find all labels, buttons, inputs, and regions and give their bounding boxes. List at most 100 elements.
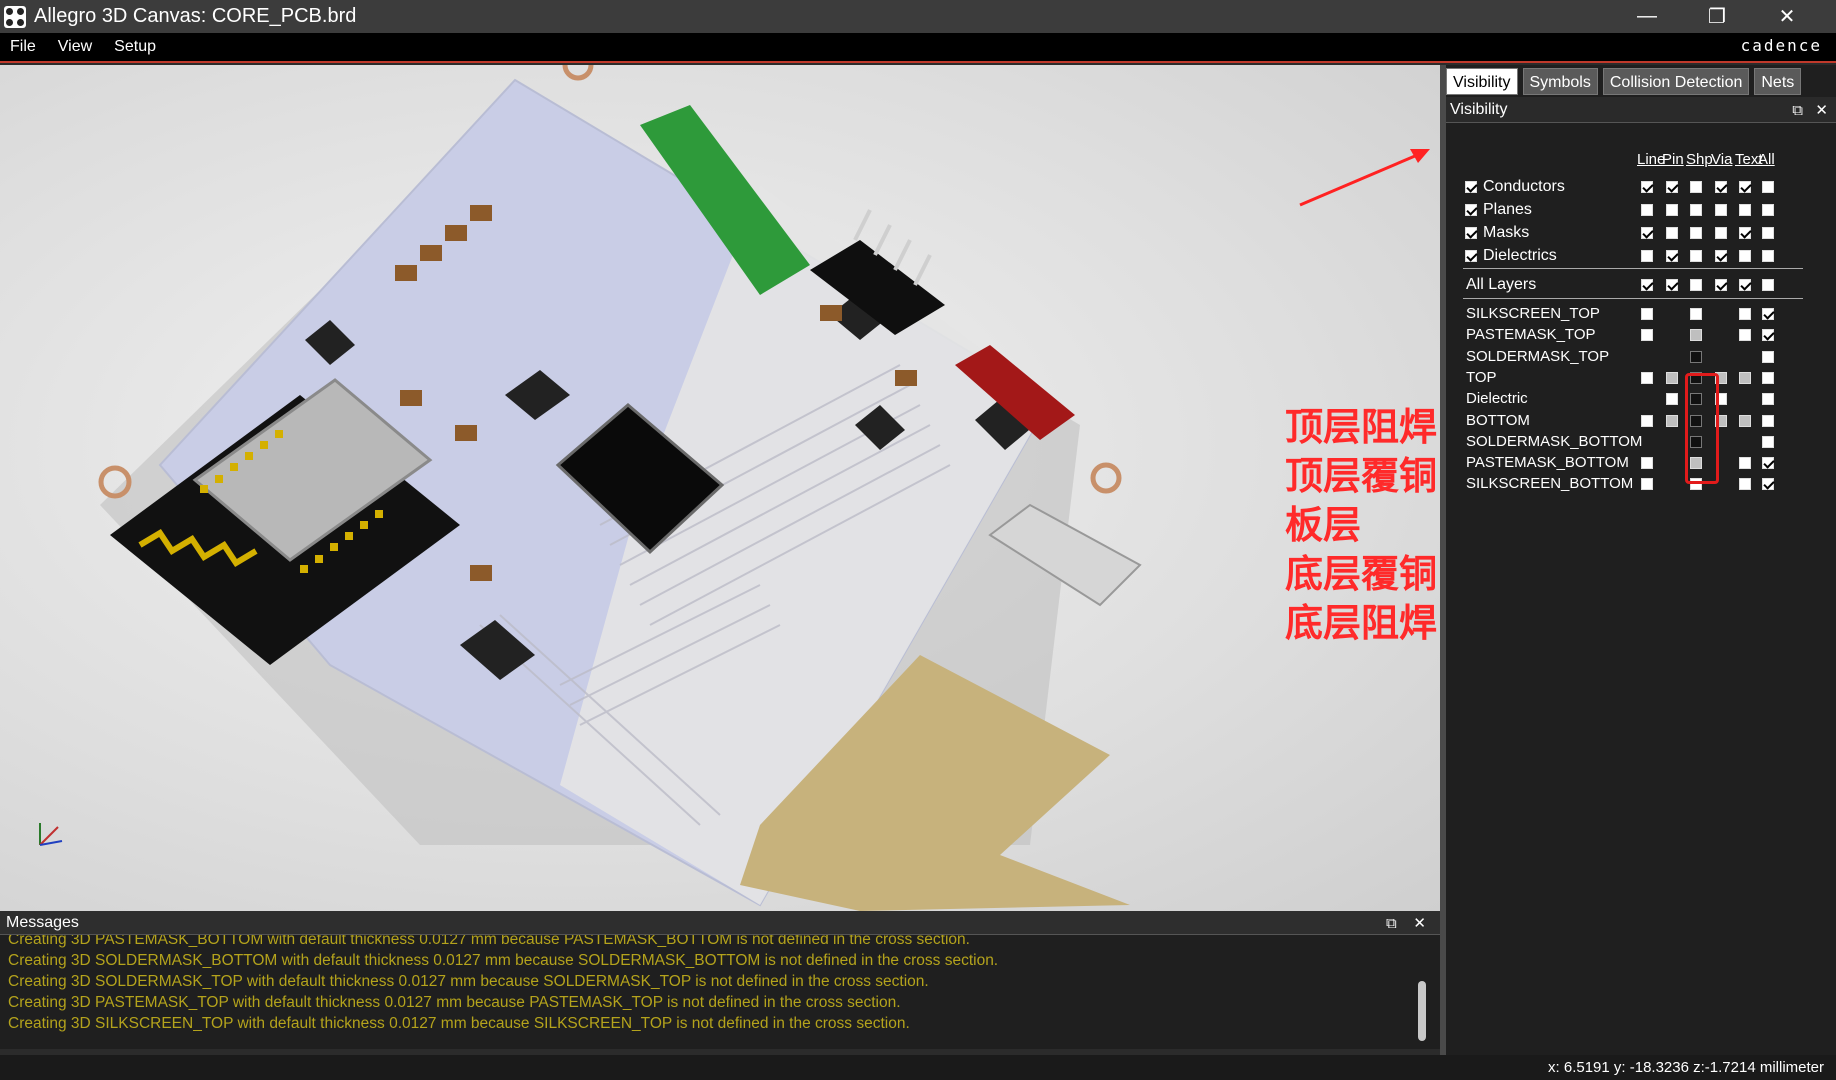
checkbox-bottom-shp[interactable] (1690, 414, 1702, 427)
checkbox-bottom-pin[interactable] (1666, 414, 1678, 427)
column-header-shp[interactable]: Shp (1686, 151, 1713, 168)
group-label-dielectrics: Dielectrics (1483, 247, 1557, 264)
close-icon[interactable]: ✕ (1413, 915, 1426, 932)
group-checkbox-planes[interactable] (1465, 204, 1477, 216)
checkbox-masks-line[interactable] (1641, 227, 1653, 239)
checkbox-all-layers-line[interactable] (1641, 279, 1653, 291)
tab-visibility[interactable]: Visibility (1446, 68, 1518, 95)
checkbox-all-layers-pin[interactable] (1666, 279, 1678, 291)
checkbox-bottom-all[interactable] (1762, 414, 1774, 427)
checkbox-masks-pin[interactable] (1666, 227, 1678, 239)
checkbox-soldermask-top-all[interactable] (1762, 350, 1774, 363)
messages-panel: Messages ⧉ ✕ Creating 3D PASTEMASK_BOTTO… (0, 911, 1440, 1049)
mount-hole (562, 65, 594, 81)
message-line: Creating 3D SILKSCREEN_TOP with default … (8, 1015, 910, 1032)
checkbox-masks-all[interactable] (1762, 227, 1774, 239)
checkbox-pastemask-bottom-text[interactable] (1739, 457, 1751, 470)
tab-nets[interactable]: Nets (1754, 68, 1802, 95)
checkbox-planes-line[interactable] (1641, 204, 1653, 216)
group-checkbox-dielectrics[interactable] (1465, 250, 1477, 262)
minimize-button[interactable]: — (1612, 0, 1682, 33)
group-checkbox-masks[interactable] (1465, 227, 1477, 239)
checkbox-all-layers-via[interactable] (1715, 279, 1727, 291)
checkbox-planes-via[interactable] (1715, 204, 1727, 216)
checkbox-conductors-pin[interactable] (1666, 181, 1678, 193)
maximize-button[interactable]: ❐ (1682, 0, 1752, 33)
checkbox-silkscreen-top-line[interactable] (1641, 308, 1653, 320)
3d-canvas[interactable]: 顶层阻焊 顶层覆铜 板层 底层覆铜 底层阻焊 (0, 65, 1440, 911)
checkbox-planes-pin[interactable] (1666, 204, 1678, 216)
checkbox-top-all[interactable] (1762, 371, 1774, 384)
checkbox-soldermask-top-shp[interactable] (1690, 350, 1702, 363)
highlight-box (1685, 373, 1719, 484)
column-header-text[interactable]: Text (1735, 151, 1763, 168)
checkbox-conductors-shp[interactable] (1690, 181, 1702, 193)
checkbox-silkscreen-top-text[interactable] (1739, 308, 1751, 320)
column-header-via[interactable]: Via (1711, 151, 1733, 168)
group-checkbox-conductors[interactable] (1465, 181, 1477, 193)
tab-symbols[interactable]: Symbols (1522, 68, 1598, 95)
checkbox-all-layers-all[interactable] (1762, 279, 1774, 291)
checkbox-dielectric-shp[interactable] (1690, 393, 1702, 406)
menu-view[interactable]: View (57, 38, 93, 55)
checkbox-pastemask-bottom-shp[interactable] (1690, 457, 1702, 470)
checkbox-bottom-line[interactable] (1641, 414, 1653, 427)
checkbox-pastemask-top-line[interactable] (1641, 329, 1653, 342)
group-label-conductors: Conductors (1483, 178, 1565, 195)
checkbox-masks-shp[interactable] (1690, 227, 1702, 239)
column-header-line[interactable]: Line (1637, 151, 1666, 168)
tab-collision-detection[interactable]: Collision Detection (1602, 68, 1750, 95)
panel-splitter[interactable] (1440, 65, 1446, 1065)
column-header-all[interactable]: All (1758, 151, 1775, 168)
annotation-arrow (1299, 151, 1423, 207)
checkbox-conductors-line[interactable] (1641, 181, 1653, 193)
checkbox-top-line[interactable] (1641, 371, 1653, 384)
float-icon[interactable]: ⧉ (1792, 102, 1803, 119)
checkbox-conductors-via[interactable] (1715, 181, 1727, 193)
mount-hole (98, 465, 132, 499)
checkbox-dielectric-pin[interactable] (1666, 393, 1678, 406)
checkbox-pastemask-top-shp[interactable] (1690, 329, 1702, 342)
checkbox-pastemask-top-text[interactable] (1739, 329, 1751, 342)
close-window-button[interactable]: ✕ (1752, 0, 1822, 33)
checkbox-pastemask-bottom-all[interactable] (1762, 457, 1774, 470)
checkbox-dielectrics-pin[interactable] (1666, 250, 1678, 262)
wifi-shield (192, 378, 433, 562)
checkbox-planes-shp[interactable] (1690, 204, 1702, 216)
checkbox-all-layers-text[interactable] (1739, 279, 1751, 291)
checkbox-dielectric-all[interactable] (1762, 393, 1774, 406)
checkbox-bottom-text[interactable] (1739, 414, 1751, 427)
checkbox-dielectrics-all[interactable] (1762, 250, 1774, 262)
checkbox-silkscreen-bottom-text[interactable] (1739, 478, 1751, 491)
menu-setup[interactable]: Setup (114, 38, 156, 55)
checkbox-silkscreen-top-all[interactable] (1762, 308, 1774, 320)
checkbox-dielectrics-via[interactable] (1715, 250, 1727, 262)
checkbox-pastemask-bottom-line[interactable] (1641, 457, 1653, 470)
checkbox-soldermask-bottom-all[interactable] (1762, 435, 1774, 448)
checkbox-dielectrics-line[interactable] (1641, 250, 1653, 262)
checkbox-masks-text[interactable] (1739, 227, 1751, 239)
checkbox-silkscreen-bottom-all[interactable] (1762, 478, 1774, 491)
layer-label-top: TOP (1466, 368, 1497, 386)
column-header-pin[interactable]: Pin (1662, 151, 1684, 168)
layer-label-silkscreen-top: SILKSCREEN_TOP (1466, 305, 1600, 322)
checkbox-soldermask-bottom-shp[interactable] (1690, 435, 1702, 448)
checkbox-planes-all[interactable] (1762, 204, 1774, 216)
green-header (640, 105, 810, 295)
checkbox-top-text[interactable] (1739, 371, 1751, 384)
checkbox-conductors-all[interactable] (1762, 181, 1774, 193)
checkbox-silkscreen-bottom-line[interactable] (1641, 478, 1653, 491)
checkbox-top-pin[interactable] (1666, 371, 1678, 384)
checkbox-dielectrics-shp[interactable] (1690, 250, 1702, 262)
checkbox-all-layers-shp[interactable] (1690, 279, 1702, 291)
checkbox-silkscreen-top-shp[interactable] (1690, 308, 1702, 320)
menu-file[interactable]: File (10, 38, 36, 55)
close-icon[interactable]: ✕ (1815, 102, 1828, 119)
checkbox-conductors-text[interactable] (1739, 181, 1751, 193)
float-icon[interactable]: ⧉ (1386, 915, 1397, 932)
checkbox-planes-text[interactable] (1739, 204, 1751, 216)
checkbox-dielectrics-text[interactable] (1739, 250, 1751, 262)
messages-scrollbar[interactable] (1418, 981, 1426, 1041)
checkbox-pastemask-top-all[interactable] (1762, 329, 1774, 342)
checkbox-masks-via[interactable] (1715, 227, 1727, 239)
